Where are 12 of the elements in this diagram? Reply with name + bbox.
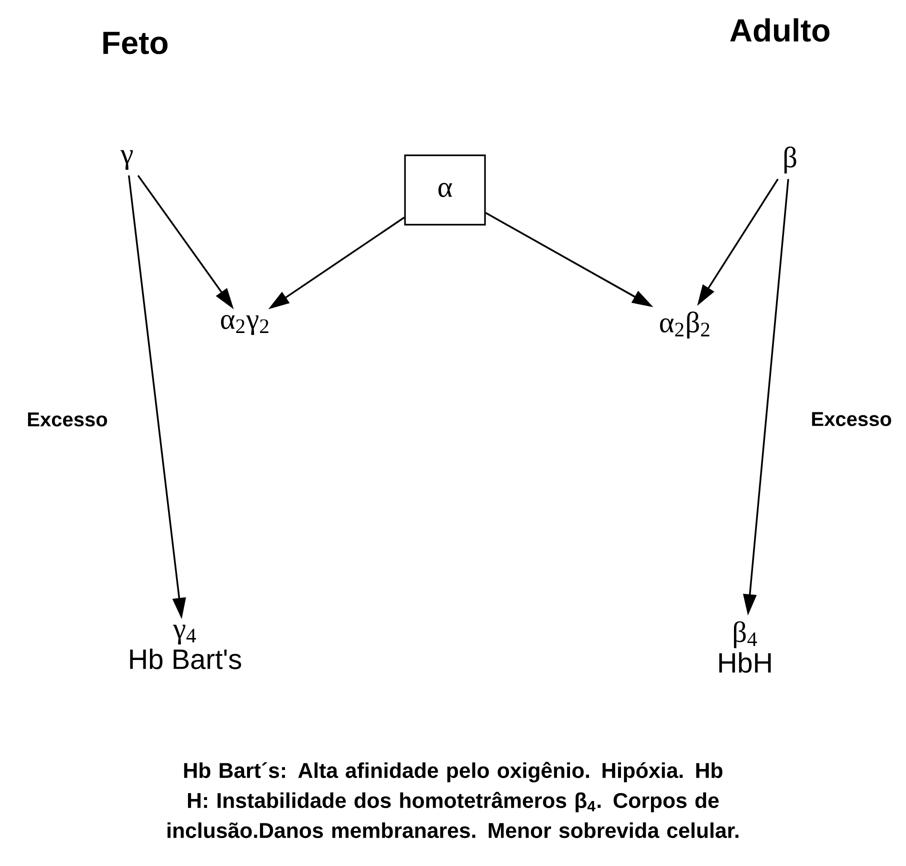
column-heading: Feto	[103, 32, 168, 54]
hemoglobin-label: γ$_{4}$ Hb Bart's	[130, 624, 242, 670]
symbol-label: α$_{2}$γ$_{2}$	[221, 314, 268, 336]
alpha-box: α	[404, 154, 486, 226]
symbol-label: γ	[120, 150, 133, 170]
symbol-label: β	[784, 146, 796, 174]
symbol-label: α$_{2}$β$_{2}$	[660, 312, 710, 338]
edge-label: Excesso	[28, 412, 108, 426]
hemoglobin-label: β$_{4}$ HbH	[719, 621, 771, 673]
caption: Hb Bart´s: Alta afinidade pelo oxigênio. Hipóxia. Hb H: Instabilidade dos homotetrâmeros β$_{4}$. Corpos de inclusão.Danos membranares. Menor sobrevida celular.	[168, 762, 738, 838]
edge-label: Excesso	[812, 412, 892, 426]
column-heading: Adulto	[730, 18, 830, 42]
